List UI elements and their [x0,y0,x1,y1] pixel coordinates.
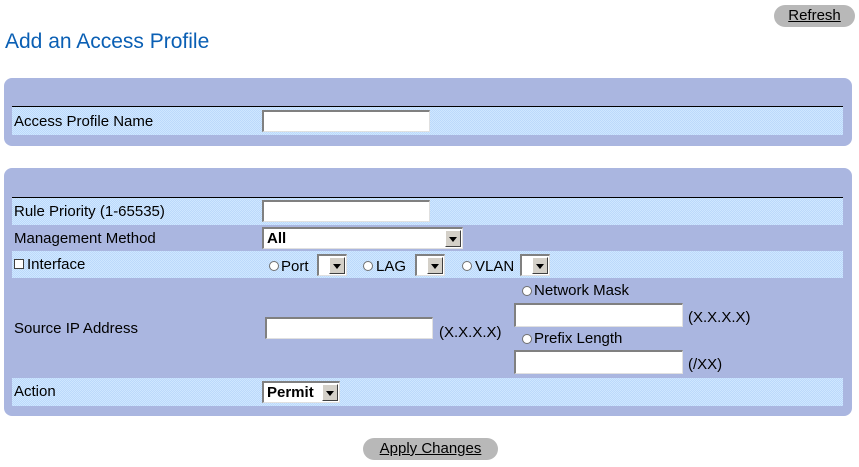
prefix-length-radio[interactable] [522,334,532,344]
prefix-length-label: Prefix Length [534,330,623,347]
action-label: Action [14,383,56,400]
lag-label: LAG [376,258,407,275]
panel-divider [12,106,843,107]
lag-radio[interactable] [363,261,373,271]
network-mask-label: Network Mask [534,282,630,299]
rule-priority-row: Rule Priority (1-65535) [12,198,843,225]
chevron-down-icon[interactable] [322,384,338,401]
vlan-radio[interactable] [462,261,472,271]
rule-priority-input[interactable] [262,200,430,222]
interface-checkbox[interactable] [14,259,24,269]
source-ip-label: Source IP Address [14,320,138,337]
interface-row: Interface Port LAG VLAN [12,251,843,278]
management-method-label: Management Method [14,230,156,247]
prefix-length-input[interactable] [514,350,683,374]
management-method-row: Management Method All [12,225,843,251]
action-value: Permit [267,384,314,401]
source-ip-row: Source IP Address (X.X.X.X) Network Mask… [12,278,843,378]
action-select[interactable]: Permit [262,381,340,403]
rule-panel: Rule Priority (1-65535) Management Metho… [4,168,852,416]
action-row: Action Permit [12,378,843,406]
prefix-length-format: (/XX) [688,356,723,373]
lag-select[interactable] [415,254,445,276]
chevron-down-icon[interactable] [532,257,548,274]
management-method-value: All [267,230,287,247]
page-title: Add an Access Profile [5,30,210,53]
profile-panel: Access Profile Name [4,78,852,146]
apply-changes-button[interactable]: Apply Changes [363,438,498,460]
network-mask-radio[interactable] [522,286,532,296]
chevron-down-icon[interactable] [427,257,443,274]
panel-divider [12,197,843,198]
source-ip-format: (X.X.X.X) [439,324,502,341]
port-label: Port [281,258,309,275]
chevron-down-icon[interactable] [329,257,345,274]
vlan-label: VLAN [475,258,515,275]
management-method-select[interactable]: All [262,227,463,249]
profile-name-row: Access Profile Name [12,107,843,135]
network-mask-input[interactable] [514,303,683,327]
chevron-down-icon[interactable] [445,230,461,247]
port-select[interactable] [317,254,347,276]
refresh-button[interactable]: Refresh [774,5,855,27]
source-ip-input[interactable] [265,317,433,339]
profile-name-label: Access Profile Name [14,113,154,130]
interface-label: Interface [27,256,86,273]
port-radio[interactable] [269,261,279,271]
profile-name-input[interactable] [262,110,430,132]
rule-priority-label: Rule Priority (1-65535) [14,203,165,220]
network-mask-format: (X.X.X.X) [688,309,751,326]
vlan-select[interactable] [520,254,550,276]
